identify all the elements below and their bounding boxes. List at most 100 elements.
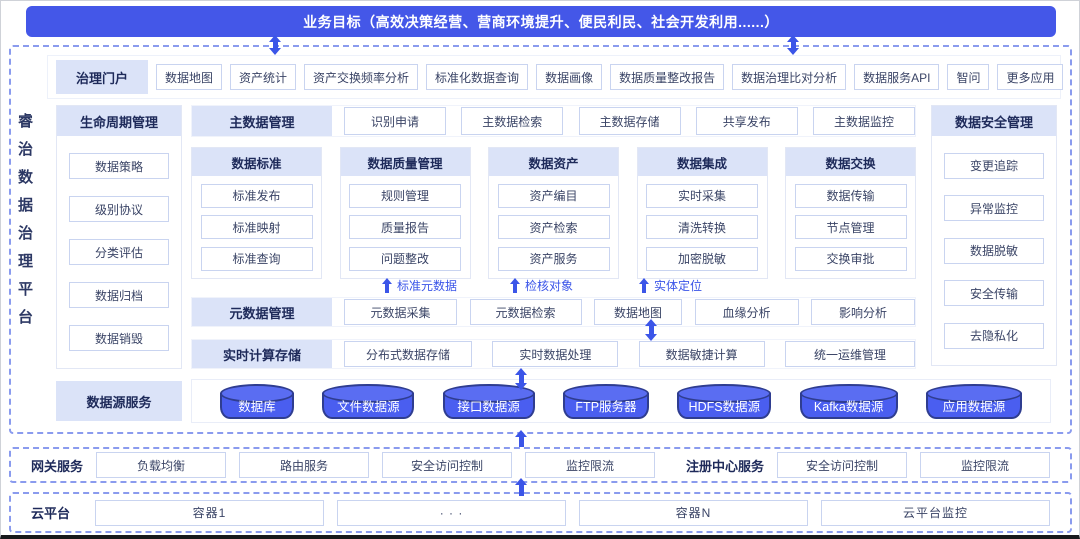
realtime-item: 统一运维管理 — [784, 341, 915, 367]
column-item: 实时采集 — [646, 183, 758, 208]
realtime-item: 数据敏捷计算 — [638, 341, 765, 367]
double-arrow-icon — [644, 319, 658, 341]
realtime-item: 实时数据处理 — [492, 341, 619, 367]
datasource-item: 文件数据源 — [337, 399, 400, 414]
file-datasource-cylinder-icon: 文件数据源 — [322, 383, 415, 419]
business-goal-banner: 业务目标（高效决策经营、营商环境提升、便民利民、社会开发利用......） — [26, 6, 1056, 37]
portal-app-chip: 资产交换频率分析 — [304, 64, 419, 90]
double-arrow-icon — [268, 35, 282, 55]
cloud-item: 云平台监控 — [821, 499, 1051, 526]
portal-app-chip: 资产统计 — [230, 64, 297, 90]
column-item: 资产编目 — [497, 183, 610, 208]
app-datasource-cylinder-icon: 应用数据源 — [925, 383, 1022, 419]
metadata-label: 元数据管理 — [192, 298, 332, 326]
up-arrow-icon — [381, 278, 392, 293]
portal-app-chip: 标准化数据查询 — [426, 64, 529, 90]
cloud-item: 容器1 — [95, 499, 325, 526]
registry-item: 监控限流 — [920, 452, 1051, 478]
datasource-panel: 数据库 文件数据源 接口数据源 FTP服务器 HDFS数据源 Kafka数据源 … — [191, 379, 1051, 423]
master-data-label: 主数据管理 — [192, 106, 332, 136]
column-item: 交换审批 — [794, 246, 907, 271]
metadata-item: 血缘分析 — [694, 299, 799, 325]
up-arrow-icon — [514, 478, 528, 496]
column-data-standard: 数据标准 标准发布 标准映射 标准查询 — [191, 147, 322, 279]
gateway-item: 负载均衡 — [96, 452, 227, 478]
cloud-item: · · · — [337, 499, 567, 526]
gateway-item: 路由服务 — [239, 452, 370, 478]
hdfs-datasource-cylinder-icon: HDFS数据源 — [677, 383, 772, 419]
master-data-row: 主数据管理 识别申请 主数据检索 主数据存储 共享发布 主数据监控 — [191, 105, 916, 137]
platform-title: 睿治数据治理平台 — [16, 113, 33, 337]
flow-label-text: 标准元数据 — [397, 279, 458, 293]
flow-label-text: 检核对象 — [525, 279, 574, 293]
realtime-row: 实时计算存储 分布式数据存储 实时数据处理 数据敏捷计算 统一运维管理 — [191, 339, 916, 369]
master-data-item: 主数据监控 — [813, 107, 915, 135]
lifecycle-item: 分类评估 — [69, 239, 169, 265]
gateway-item: 监控限流 — [525, 452, 656, 478]
column-item: 标准发布 — [200, 183, 313, 208]
datasource-item: 数据库 — [238, 399, 276, 414]
lifecycle-item: 数据归档 — [69, 282, 169, 308]
metadata-item: 元数据采集 — [344, 299, 457, 325]
column-data-asset: 数据资产 资产编目 资产检索 资产服务 — [488, 147, 619, 279]
registry-item: 安全访问控制 — [777, 452, 908, 478]
double-arrow-icon — [514, 368, 528, 390]
metadata-item: 影响分析 — [811, 299, 915, 325]
up-arrow-icon — [638, 278, 649, 293]
flow-label-check-object: 检核对象 — [509, 278, 573, 293]
column-item: 节点管理 — [794, 215, 907, 239]
datasource-label: 数据源服务 — [56, 381, 182, 421]
flow-label-entity-locate: 实体定位 — [638, 278, 702, 293]
lifecycle-item: 数据策略 — [69, 153, 169, 179]
datasource-item: FTP服务器 — [575, 399, 637, 414]
ftp-server-cylinder-icon: FTP服务器 — [562, 383, 649, 419]
cloud-label: 云平台 — [31, 506, 71, 521]
flow-label-text: 实体定位 — [654, 279, 703, 293]
column-item: 数据传输 — [794, 183, 907, 208]
master-data-item: 主数据存储 — [578, 107, 681, 135]
column-item: 质量报告 — [349, 215, 461, 239]
function-columns: 数据标准 标准发布 标准映射 标准查询 数据质量管理 规则管理 质量报告 问题整… — [191, 147, 916, 279]
cloud-row: 云平台 容器1 · · · 容器N 云平台监控 — [9, 492, 1072, 533]
metadata-row: 元数据管理 元数据采集 元数据检索 数据地图 血缘分析 影响分析 — [191, 297, 916, 327]
column-item: 标准查询 — [200, 246, 313, 271]
security-column: 数据安全管理 变更追踪 异常监控 数据脱敏 安全传输 去隐私化 — [931, 105, 1057, 366]
portal-app-chip: 数据画像 — [536, 64, 603, 90]
column-item: 清洗转换 — [646, 215, 758, 239]
lifecycle-column: 生命周期管理 数据策略 级别协议 分类评估 数据归档 数据销毁 — [56, 105, 182, 369]
lifecycle-header: 生命周期管理 — [57, 106, 181, 136]
security-item: 异常监控 — [944, 195, 1044, 221]
database-cylinder-icon: 数据库 — [220, 383, 294, 419]
datasource-item: 接口数据源 — [457, 399, 520, 414]
gateway-item: 安全访问控制 — [382, 452, 513, 478]
column-data-integration: 数据集成 实时采集 清洗转换 加密脱敏 — [636, 147, 768, 279]
column-item: 资产检索 — [497, 215, 610, 239]
cloud-item: 容器N — [579, 499, 809, 526]
double-arrow-icon — [786, 35, 800, 55]
datasource-item: Kafka数据源 — [813, 399, 884, 414]
datasource-item: HDFS数据源 — [688, 399, 761, 414]
column-header: 数据质量管理 — [340, 148, 470, 176]
realtime-item: 分布式数据存储 — [344, 341, 472, 367]
lifecycle-item: 数据销毁 — [69, 325, 169, 351]
portal-app-chip: 智问 — [947, 64, 990, 90]
master-data-item: 识别申请 — [344, 107, 446, 135]
portal-app-chip: 更多应用 — [997, 64, 1064, 90]
security-item: 数据脱敏 — [944, 237, 1044, 264]
realtime-label: 实时计算存储 — [192, 340, 332, 368]
column-item: 资产服务 — [497, 246, 610, 271]
column-item: 规则管理 — [349, 183, 461, 208]
column-header: 数据集成 — [637, 148, 767, 176]
column-item: 加密脱敏 — [646, 246, 758, 271]
column-item: 标准映射 — [200, 215, 313, 239]
registry-label: 注册中心服务 — [686, 458, 765, 474]
column-header: 数据交换 — [786, 148, 915, 176]
gateway-label: 网关服务 — [31, 458, 84, 474]
flow-label-standard-metadata: 标准元数据 — [381, 278, 457, 293]
metadata-item: 数据地图 — [594, 299, 682, 325]
gateway-row: 网关服务 负载均衡 路由服务 安全访问控制 监控限流 注册中心服务 安全访问控制… — [9, 447, 1072, 483]
datasource-item: 应用数据源 — [942, 399, 1006, 414]
portal-app-chip: 数据地图 — [156, 64, 223, 90]
column-header: 数据资产 — [489, 148, 618, 176]
